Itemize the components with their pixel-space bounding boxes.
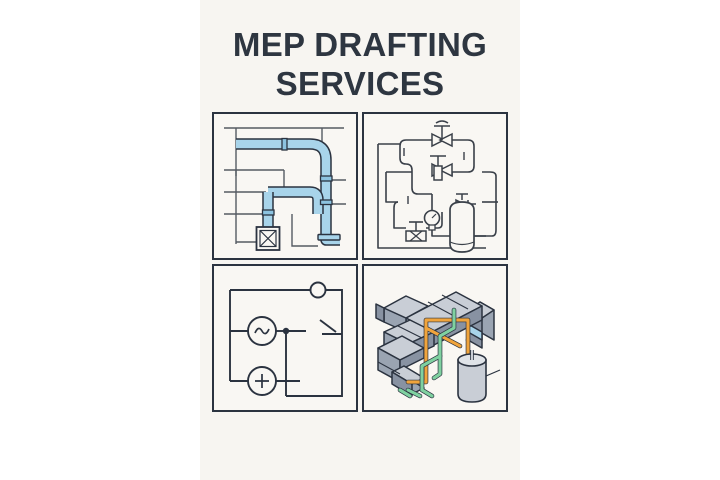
gauge-stem (428, 224, 436, 231)
dc-source (247, 366, 277, 396)
square-diffuser (255, 226, 281, 251)
gauge-needle (431, 213, 437, 219)
poster-card: MEP DRAFTING SERVICES (200, 0, 520, 480)
panel-hvac-plan (212, 112, 358, 260)
lamp-circle (309, 281, 327, 299)
duct-fill-main (236, 139, 340, 245)
page-title: MEP DRAFTING SERVICES (200, 26, 520, 104)
dc-plus-symbol (255, 374, 269, 388)
junction-dot (282, 327, 290, 335)
gate-valve-top (431, 120, 453, 148)
valve-body-right (438, 132, 453, 148)
illustration-grid (212, 112, 508, 420)
duct-base-plate (317, 233, 341, 241)
tank-outlet-line (485, 369, 501, 377)
page-title-line-2: SERVICES (275, 64, 445, 102)
tank-body (457, 359, 487, 403)
panel-isometric-model (362, 264, 508, 412)
duct-seam-lines-top (427, 294, 469, 317)
pressure-gauge (423, 209, 441, 231)
duct-flange-riser-a (319, 175, 333, 182)
duct-flange-drop (261, 209, 275, 216)
diffuser-cross (259, 230, 277, 247)
green-valve-stub (397, 387, 413, 399)
vertical-tank (449, 201, 475, 253)
page-title-line-1: MEP DRAFTING (232, 26, 488, 63)
duct-flange-top (281, 137, 288, 151)
valve-body-left (431, 132, 446, 148)
piping-diagram-drawing (364, 114, 506, 258)
circuit-wires (229, 289, 343, 397)
duct-fill-branch (268, 187, 323, 214)
isometric-model-drawing (364, 266, 506, 410)
lamp-node (309, 281, 327, 299)
tank-bottom-seam (449, 241, 475, 246)
switch (319, 319, 337, 333)
valve-cross (409, 230, 423, 242)
duct-left-cap (375, 303, 385, 323)
tank-shell (449, 201, 475, 253)
green-pipe (406, 308, 456, 398)
pipe-run (377, 139, 498, 249)
hvac-plan-drawing (214, 114, 356, 258)
panel-piping-diagram (362, 112, 508, 260)
cylinder-tank (457, 350, 501, 403)
duct-seam-mid (397, 325, 423, 339)
ac-sine-symbol (254, 327, 270, 335)
valve-flange-box (433, 165, 443, 181)
duct-seam-low (377, 361, 401, 375)
electrical-circuit-drawing (214, 266, 356, 410)
ac-source (247, 316, 277, 346)
panel-background (214, 266, 356, 410)
stub-fill (398, 388, 412, 398)
inline-gate-valve-bottom (405, 221, 427, 242)
valve-handwheel-arc (435, 120, 449, 124)
butterfly-valve-mid (430, 155, 453, 181)
supply-duct (236, 137, 341, 246)
pipe-tick-marks (403, 148, 465, 204)
switch-blade (319, 319, 337, 333)
panel-electrical-circuit (212, 264, 358, 412)
duct-left-top (383, 295, 429, 319)
duct-flange-riser-b (319, 199, 333, 206)
valve-body-right (438, 162, 453, 178)
